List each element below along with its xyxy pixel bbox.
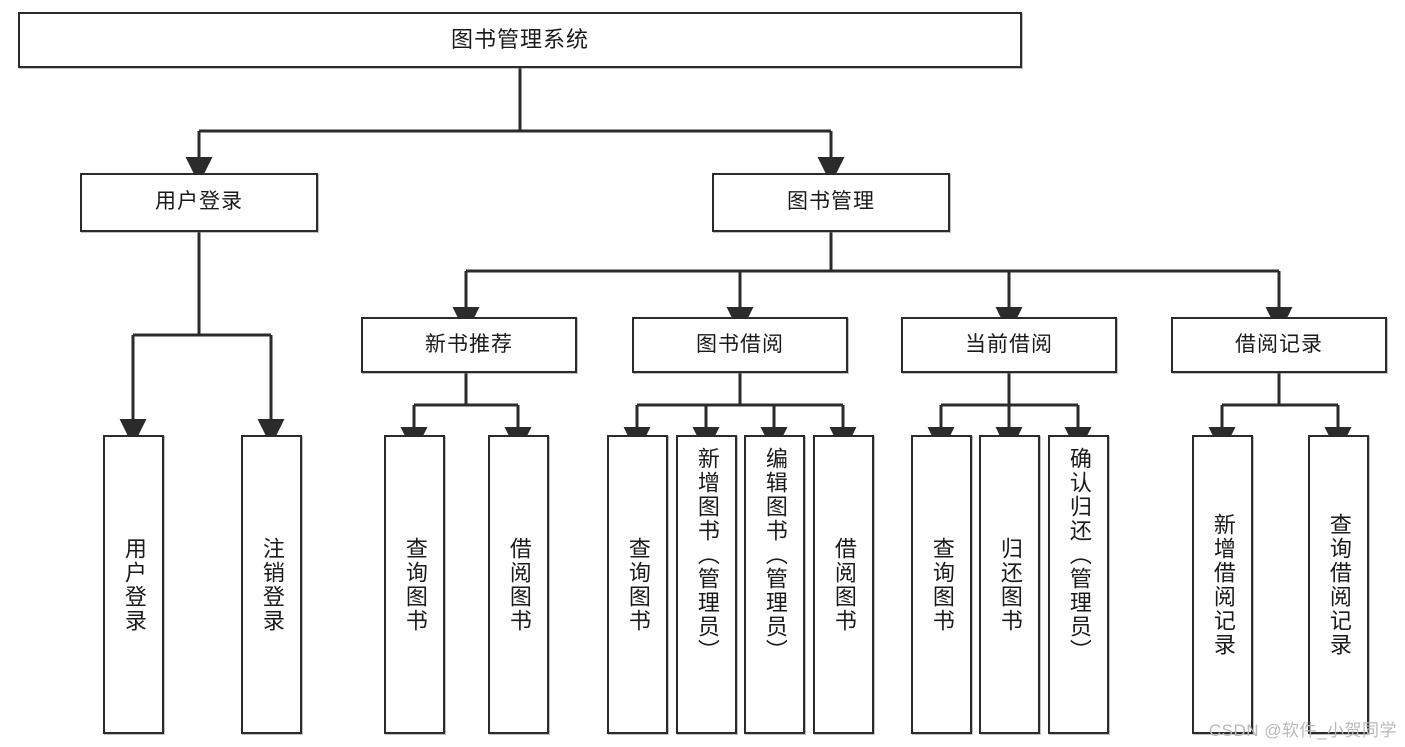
node-label: 查询图书 bbox=[929, 536, 955, 633]
node-label: 编辑图书（管理员） bbox=[762, 447, 788, 663]
node-label: 图书借阅 bbox=[696, 332, 784, 356]
node-label: 归还图书 bbox=[997, 536, 1023, 633]
node-label: 用户登录 bbox=[155, 190, 243, 214]
node-label: 当前借阅 bbox=[965, 332, 1053, 356]
leaf-user-login-signin[interactable]: 用户登录 bbox=[103, 435, 164, 734]
leaf-new-book-borrow[interactable]: 借阅图书 bbox=[488, 435, 549, 734]
node-label: 新增借阅记录 bbox=[1210, 512, 1236, 657]
node-label: 查询借阅记录 bbox=[1326, 512, 1352, 657]
node-label: 借阅图书 bbox=[506, 536, 532, 633]
node-current-borrow[interactable]: 当前借阅 bbox=[901, 317, 1117, 373]
leaf-book-borrow-add[interactable]: 新增图书（管理员） bbox=[676, 435, 737, 734]
node-label: 图书管理系统 bbox=[450, 27, 589, 53]
leaf-current-borrow-confirm-return[interactable]: 确认归还（管理员） bbox=[1048, 435, 1109, 734]
leaf-book-borrow-lend[interactable]: 借阅图书 bbox=[813, 435, 874, 734]
node-label: 用户登录 bbox=[121, 536, 147, 633]
node-label: 查询图书 bbox=[625, 536, 651, 633]
leaf-current-borrow-query[interactable]: 查询图书 bbox=[911, 435, 972, 734]
leaf-user-login-signout[interactable]: 注销登录 bbox=[241, 435, 302, 734]
leaf-book-borrow-edit[interactable]: 编辑图书（管理员） bbox=[744, 435, 805, 734]
node-book-management[interactable]: 图书管理 bbox=[712, 173, 950, 232]
node-user-login[interactable]: 用户登录 bbox=[80, 173, 318, 232]
node-label: 图书管理 bbox=[787, 190, 875, 214]
node-book-borrow[interactable]: 图书借阅 bbox=[632, 317, 848, 373]
node-borrow-record[interactable]: 借阅记录 bbox=[1171, 317, 1387, 373]
node-label: 新增图书（管理员） bbox=[694, 447, 720, 663]
node-label: 新书推荐 bbox=[425, 332, 513, 356]
leaf-current-borrow-return[interactable]: 归还图书 bbox=[979, 435, 1040, 734]
leaf-borrow-record-add[interactable]: 新增借阅记录 bbox=[1192, 435, 1253, 734]
node-label: 注销登录 bbox=[259, 536, 285, 633]
node-label: 查询图书 bbox=[402, 536, 428, 633]
node-label: 确认归还（管理员） bbox=[1066, 447, 1092, 663]
node-root-system[interactable]: 图书管理系统 bbox=[18, 12, 1022, 68]
node-label: 借阅图书 bbox=[831, 536, 857, 633]
node-label: 借阅记录 bbox=[1235, 332, 1323, 356]
leaf-book-borrow-query[interactable]: 查询图书 bbox=[607, 435, 668, 734]
leaf-new-book-query[interactable]: 查询图书 bbox=[384, 435, 445, 734]
node-new-book-recommend[interactable]: 新书推荐 bbox=[361, 317, 577, 373]
leaf-borrow-record-query[interactable]: 查询借阅记录 bbox=[1308, 435, 1369, 734]
